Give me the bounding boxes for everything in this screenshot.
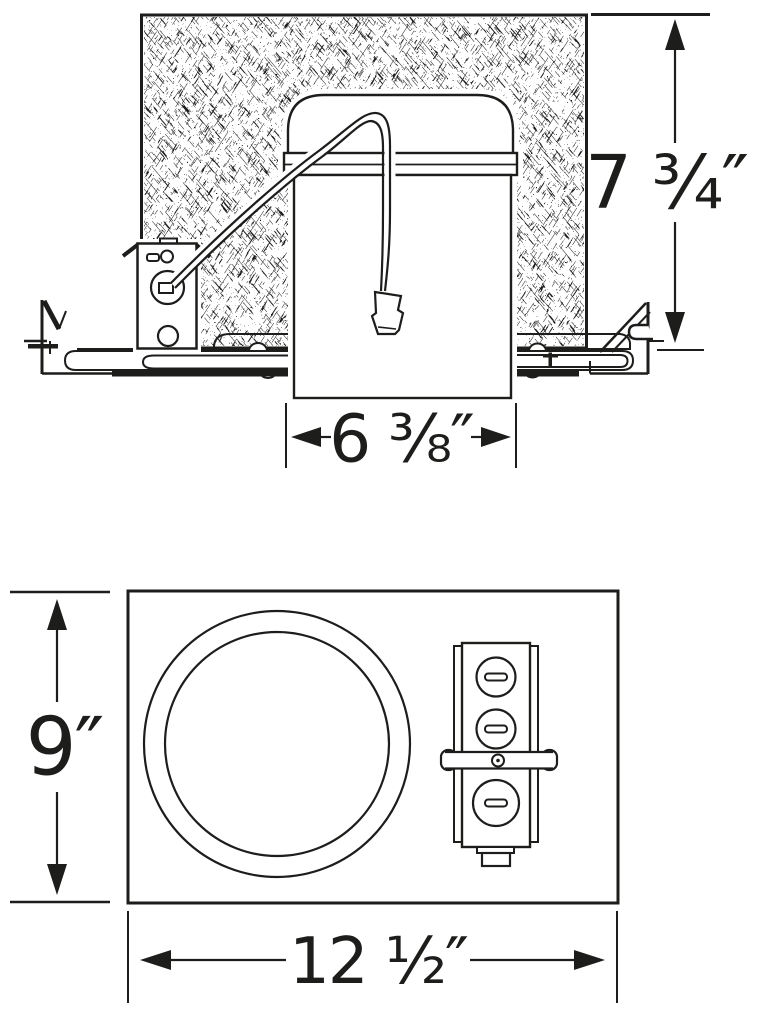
mounting-bracket-left <box>24 299 122 375</box>
can-dome <box>286 93 515 166</box>
arrow-up-icon <box>665 19 685 50</box>
frame-plate <box>126 589 620 905</box>
pan-edge-left <box>213 333 294 352</box>
junction-box-plan <box>439 641 559 868</box>
knockout-slot <box>484 798 508 808</box>
screw-bump <box>247 342 269 352</box>
wire-strand <box>170 111 392 292</box>
housing-can <box>278 89 523 404</box>
knockout-slot <box>484 672 508 682</box>
mounting-ear-left <box>121 242 140 258</box>
dimension-label-frame-depth: 9″ <box>26 701 103 794</box>
screw-bump <box>527 342 548 352</box>
dimension-frame-depth: 9″ <box>10 590 110 904</box>
bottom-tab-stub <box>480 851 512 868</box>
quick-connector <box>370 290 405 336</box>
bar-shadow <box>112 371 294 377</box>
arrow-left-icon <box>291 427 321 447</box>
dimension-frame-width: 12 ½″ <box>127 911 618 1003</box>
mounting-bar <box>439 748 559 772</box>
dimension-can-width: 6 ⅜″ <box>285 401 517 478</box>
hanger-bar-left <box>63 342 294 379</box>
arrow-down-icon <box>665 312 685 343</box>
dimension-label-can-width: 6 ⅜″ <box>329 401 474 478</box>
dimension-label-frame-width: 12 ½″ <box>289 925 468 999</box>
arrow-left-icon <box>140 950 171 970</box>
bar-shadow <box>513 371 579 377</box>
mounting-bracket-right <box>589 302 664 375</box>
knockout-slot <box>146 253 160 262</box>
plan-view: 9″ 12 ½″ <box>10 589 620 1003</box>
can-body <box>292 173 513 400</box>
dimension-label-height: 7 ¾″ <box>585 140 747 226</box>
knockout-small <box>160 249 174 264</box>
supply-wire <box>167 107 405 336</box>
arrow-right-icon <box>481 427 511 447</box>
dimension-height: 7 ¾″ <box>585 13 749 351</box>
knockout-bottom <box>156 324 180 348</box>
arrow-down-icon <box>47 864 67 895</box>
nail-pin <box>548 352 552 368</box>
wire-strand <box>174 119 385 292</box>
knockout-slot <box>484 724 508 734</box>
arrow-right-icon <box>574 950 605 970</box>
aperture-inner-ring <box>163 630 391 858</box>
hanger-bar-right <box>513 342 635 379</box>
side-view: 7 ¾″ 6 ⅜″ <box>24 13 749 478</box>
wire-terminal <box>158 282 174 294</box>
aperture-outer-ring <box>142 609 412 879</box>
arrow-up-icon <box>47 599 67 630</box>
